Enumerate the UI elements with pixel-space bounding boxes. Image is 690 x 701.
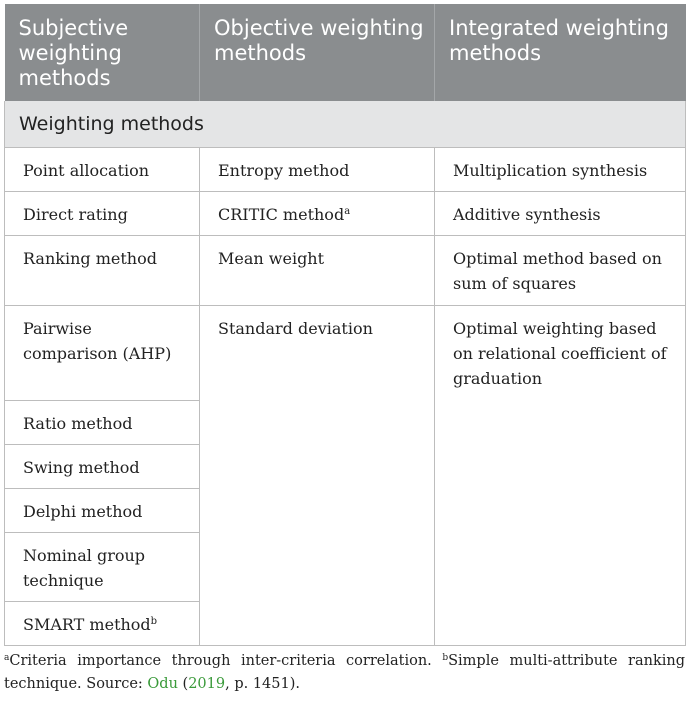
table-row: Swing method — [4, 443, 686, 489]
table-cell: Multiplication synthesis — [434, 146, 686, 192]
table-cell: Swing method — [4, 443, 200, 489]
table-cell: Optimal weighting based on relational co… — [434, 304, 686, 646]
table-footnote: aCriteria importance through inter-crite… — [4, 653, 685, 692]
table-row: SMART methodb — [4, 600, 686, 646]
header-subjective: Subjective weighting methods — [4, 4, 200, 101]
table-cell: CRITIC methoda — [199, 190, 435, 236]
table-row: Ranking method Mean weight Optimal metho… — [4, 234, 686, 306]
weighting-methods-table: Subjective weighting methods Objective w… — [4, 4, 686, 646]
header-objective: Objective weighting methods — [199, 4, 435, 101]
table-cell: SMART methodb — [4, 600, 200, 646]
table-cell: Point allocation — [4, 146, 200, 192]
source-year-link[interactable]: 2019 — [188, 676, 226, 692]
table-cell: Pairwise comparison (AHP) — [4, 304, 200, 401]
section-row: Weighting methods — [4, 101, 686, 148]
footnote-marker-a: a — [4, 653, 10, 663]
table-cell: Optimal method based on sum of squares — [434, 234, 686, 306]
footnote-a-text: Criteria importance through inter-criter… — [9, 653, 432, 669]
section-label: Weighting methods — [4, 101, 686, 148]
table-cell: Additive synthesis — [434, 190, 686, 236]
footnote-marker-a: a — [344, 205, 351, 217]
table-cell: Direct rating — [4, 190, 200, 236]
table-row: Nominal group technique — [4, 531, 686, 602]
table-cell: Entropy method — [199, 146, 435, 192]
table-cell: Standard deviation — [199, 304, 435, 646]
table-row: Pairwise comparison (AHP) Standard devia… — [4, 304, 686, 646]
table-cell: Nominal group technique — [4, 531, 200, 602]
footnote-b-text: Simple multi-attribute ranking technique… — [4, 653, 685, 692]
table-cell: Delphi method — [4, 487, 200, 533]
source-author-link[interactable]: Odu — [147, 676, 178, 692]
header-integrated: Integrated weighting methods — [434, 4, 686, 101]
table-row: Direct rating CRITIC methoda Additive sy… — [4, 190, 686, 236]
source-page: , p. 1451). — [225, 676, 300, 692]
table-cell: Ranking method — [4, 234, 200, 306]
table-row: Point allocation Entropy method Multipli… — [4, 146, 686, 192]
table-cell: Ratio method — [4, 399, 200, 445]
table-header-row: Subjective weighting methods Objective w… — [4, 4, 686, 101]
table-cell: Mean weight — [199, 234, 435, 306]
table-row: Ratio method — [4, 399, 686, 445]
footnote-marker-b: b — [150, 615, 158, 627]
footnote-marker-b: b — [442, 653, 449, 663]
